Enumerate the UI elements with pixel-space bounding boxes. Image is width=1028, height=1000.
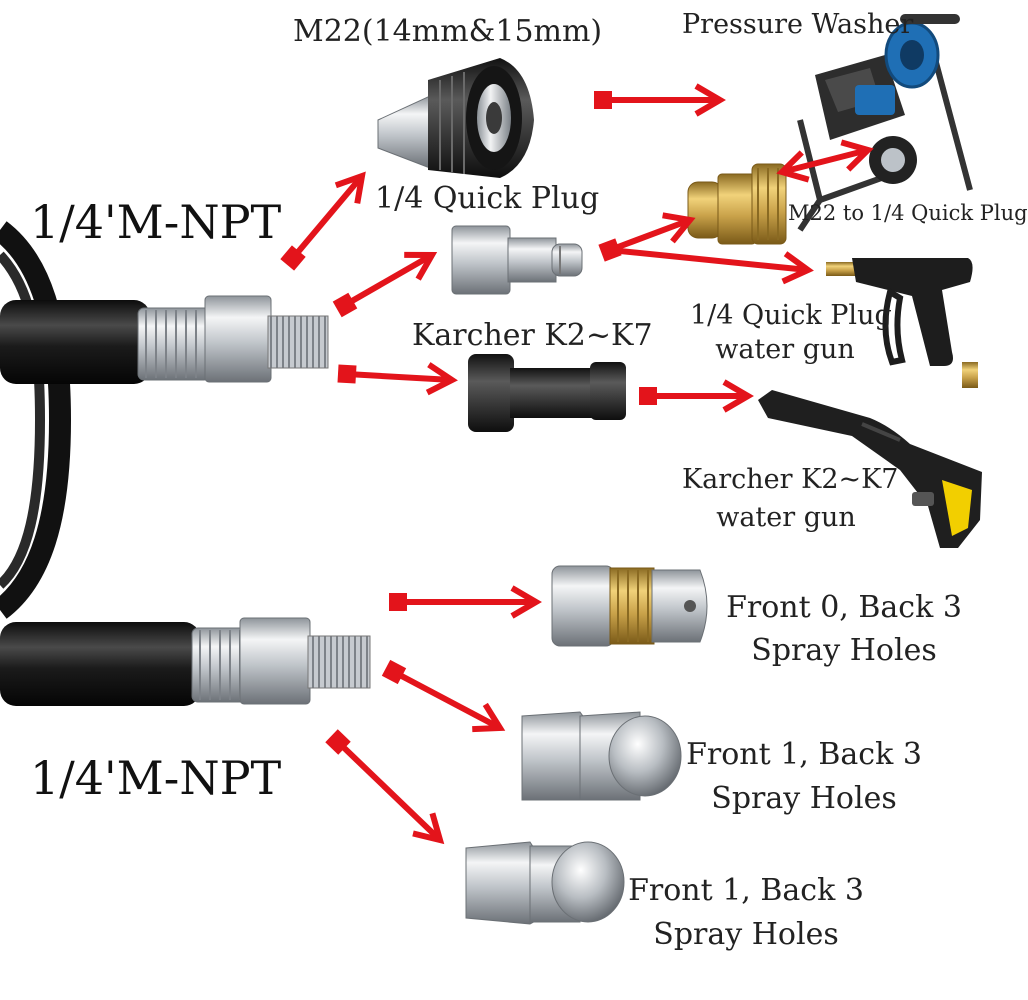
npt-label-top: 1/4'M-NPT	[30, 195, 282, 249]
m22-to-quick-plug-adapter	[687, 163, 787, 245]
nozzle1-label-line2: Spray Holes	[751, 633, 937, 668]
nozzle3-label-line2: Spray Holes	[653, 917, 839, 952]
arrow-npt-to-quick-plug-head	[404, 251, 438, 281]
npt-fitting-top	[137, 295, 329, 383]
arrow-npt-to-quick-plug-shaft	[343, 252, 434, 308]
arrow-m22-to-washer-head	[694, 83, 726, 117]
arrow-adapter-to-washer-head-start	[776, 150, 810, 183]
quick-plug-gun-label-line2: water gun	[715, 334, 855, 365]
arrow-quick-plug-to-adapter-shaft	[608, 217, 692, 253]
quick-plug-fitting	[451, 225, 583, 295]
arrow-npt-to-m22-tail	[280, 245, 306, 271]
arrow-npt-to-quick-plug-tail	[332, 292, 358, 318]
pressure-washer-illustration	[797, 14, 973, 232]
arrow-npt-to-nozzle2	[381, 659, 506, 733]
arrow-karcher-to-gun-tail	[639, 387, 657, 405]
arrow-npt-to-karcher-head	[425, 362, 458, 396]
npt-fitting-bottom	[191, 617, 371, 705]
arrow-npt-to-m22-shaft	[290, 174, 365, 260]
arrow-npt-to-nozzle1-tail	[389, 593, 407, 611]
arrow-npt-to-nozzle3	[325, 729, 445, 845]
arrow-npt-to-nozzle2-shaft	[392, 669, 502, 731]
m22-to-quick-plug-label: M22 to 1/4 Quick Plug	[788, 201, 1028, 225]
karcher-water-gun	[758, 390, 982, 548]
arrow-karcher-to-gun	[639, 379, 754, 413]
quick-plug-water-gun	[826, 258, 978, 388]
arrow-npt-to-nozzle1-head	[510, 585, 542, 619]
nozzle2-label-line2: Spray Holes	[711, 781, 897, 816]
arrow-quick-plug-to-adapter-head	[662, 212, 696, 244]
arrow-m22-to-washer	[594, 83, 726, 117]
hose-top	[0, 300, 150, 384]
arrow-npt-to-m22	[280, 171, 366, 271]
hose-coil	[0, 221, 72, 619]
nozzle-front0-back3	[551, 565, 708, 647]
diagram-canvas: 1/4'M-NPT 1/4'M-NPT M22(14mm&15mm) Press…	[0, 9, 1028, 952]
arrow-npt-to-nozzle3-head	[412, 812, 445, 845]
arrow-adapter-to-washer-head	[840, 139, 874, 172]
arrow-npt-to-nozzle2-tail	[381, 659, 407, 685]
arrow-quick-plug-to-gun	[609, 247, 814, 285]
hose-bottom	[0, 622, 200, 706]
karcher-gun-label-line2: water gun	[716, 502, 856, 533]
quick-plug-gun-label-line1: 1/4 Quick Plug	[690, 300, 892, 331]
arrow-adapter-to-washer-shaft	[781, 147, 869, 175]
karcher-gun-label-line1: Karcher K2~K7	[682, 464, 899, 495]
arrow-m22-to-washer-tail	[594, 91, 612, 109]
arrow-npt-to-m22-head	[334, 171, 366, 204]
karcher-adapter	[468, 354, 626, 432]
karcher-label: Karcher K2~K7	[412, 318, 653, 353]
arrow-adapter-to-washer	[776, 139, 874, 183]
arrow-npt-to-nozzle3-tail	[325, 729, 351, 755]
arrow-npt-to-karcher-shaft	[346, 371, 453, 383]
arrow-quick-plug-to-gun-head	[781, 251, 814, 285]
m22-label: M22(14mm&15mm)	[293, 14, 603, 49]
arrow-npt-to-nozzle2-head	[472, 702, 506, 733]
m22-fitting	[377, 58, 534, 178]
arrows-layer	[280, 83, 874, 845]
arrow-npt-to-karcher-tail	[337, 364, 357, 384]
arrow-quick-plug-to-gun-shaft	[609, 247, 809, 273]
nozzle-front1-back3-a	[521, 711, 682, 801]
nozzle2-label-line1: Front 1, Back 3	[686, 737, 922, 772]
nozzle-front1-back3-b	[465, 841, 625, 925]
arrow-npt-to-quick-plug	[332, 251, 438, 318]
arrow-karcher-to-gun-head	[722, 379, 754, 413]
pressure-washer-label: Pressure Washer	[682, 9, 914, 40]
diagram-artwork	[0, 14, 982, 925]
quick-plug-label: 1/4 Quick Plug	[375, 181, 600, 216]
arrow-npt-to-nozzle3-shaft	[335, 739, 443, 843]
arrow-npt-to-nozzle1	[389, 585, 542, 619]
nozzle1-label-line1: Front 0, Back 3	[726, 590, 962, 625]
npt-label-bottom: 1/4'M-NPT	[30, 751, 282, 805]
nozzle3-label-line1: Front 1, Back 3	[628, 873, 864, 908]
arrow-npt-to-karcher	[337, 362, 458, 396]
